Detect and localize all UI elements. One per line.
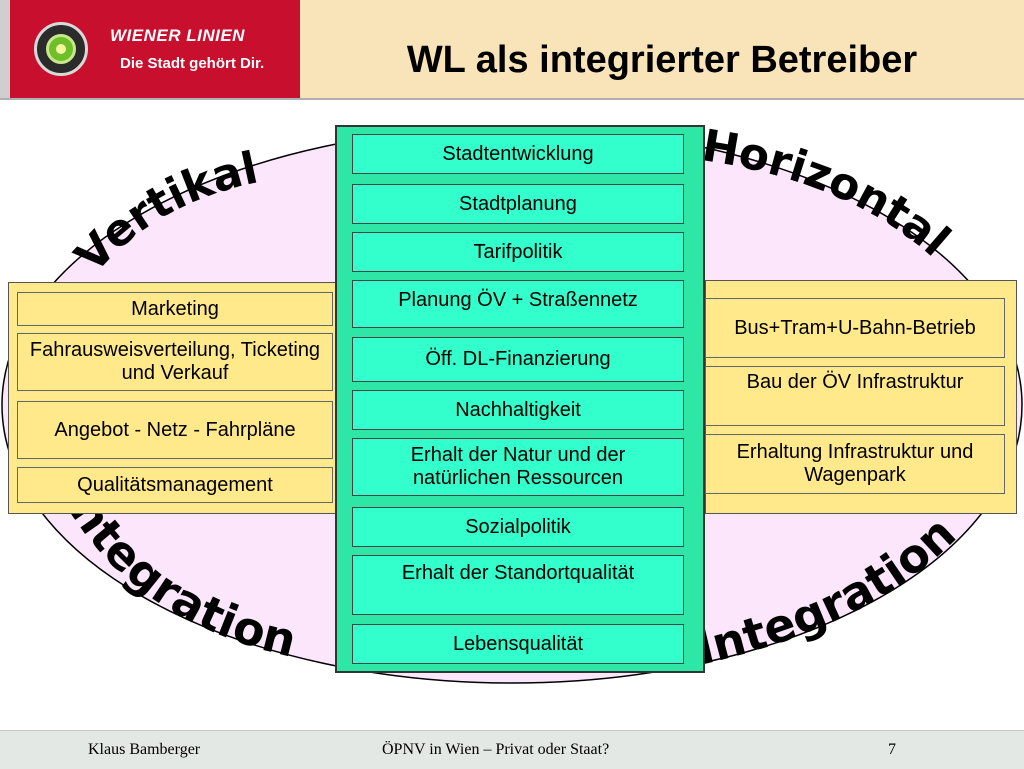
right-box-bau: Bau der ÖV Infrastruktur [705, 366, 1005, 426]
footer-page-number: 7 [888, 741, 896, 758]
logo-brand-text: WIENER LINIEN [110, 26, 245, 45]
footer-topic: ÖPNV in Wien – Privat oder Staat? [382, 741, 610, 758]
left-box-marketing: Marketing [17, 292, 333, 326]
right-box-erhaltung: Erhaltung Infrastruktur und Wagenpark [705, 434, 1005, 494]
center-box-sozialpolitik: Sozialpolitik [352, 507, 684, 547]
left-box-ticketing: Fahrausweisverteilung, Ticketing und Ver… [17, 333, 333, 391]
center-box-stadtplanung: Stadtplanung [352, 184, 684, 224]
center-box-natur: Erhalt der Natur und der natürlichen Res… [352, 438, 684, 496]
center-box-standortqualitaet: Erhalt der Standortqualität [352, 555, 684, 615]
right-box-betrieb: Bus+Tram+U-Bahn-Betrieb [705, 298, 1005, 358]
center-box-planung: Planung ÖV + Straßennetz [352, 280, 684, 328]
center-box-stadtentwicklung: Stadtentwicklung [352, 134, 684, 174]
center-box-nachhaltigkeit: Nachhaltigkeit [352, 390, 684, 430]
header-stripe [0, 0, 10, 98]
slide-footer: Klaus Bamberger ÖPNV in Wien – Privat od… [0, 730, 1024, 769]
center-box-lebensqualitaet: Lebensqualität [352, 624, 684, 664]
integration-ellipse: Vertikal Horizontal Integration Integrat… [1, 120, 1023, 684]
footer-author: Klaus Bamberger [88, 741, 201, 758]
center-box-finanzierung: Öff. DL-Finanzierung [352, 337, 684, 382]
logo-emblem-icon [34, 22, 88, 76]
left-box-angebot: Angebot - Netz - Fahrpläne [17, 401, 333, 459]
slide-title: WL als integrierter Betreiber [406, 39, 918, 81]
slide-header: WIENER LINIEN Die Stadt gehört Dir. WL a… [0, 0, 1024, 98]
wiener-linien-logo: WIENER LINIEN Die Stadt gehört Dir. [10, 0, 300, 98]
left-box-qualitaet: Qualitätsmanagement [17, 467, 333, 503]
logo-slogan: Die Stadt gehört Dir. [120, 55, 265, 72]
header-divider [0, 98, 1024, 100]
center-box-tarifpolitik: Tarifpolitik [352, 232, 684, 272]
